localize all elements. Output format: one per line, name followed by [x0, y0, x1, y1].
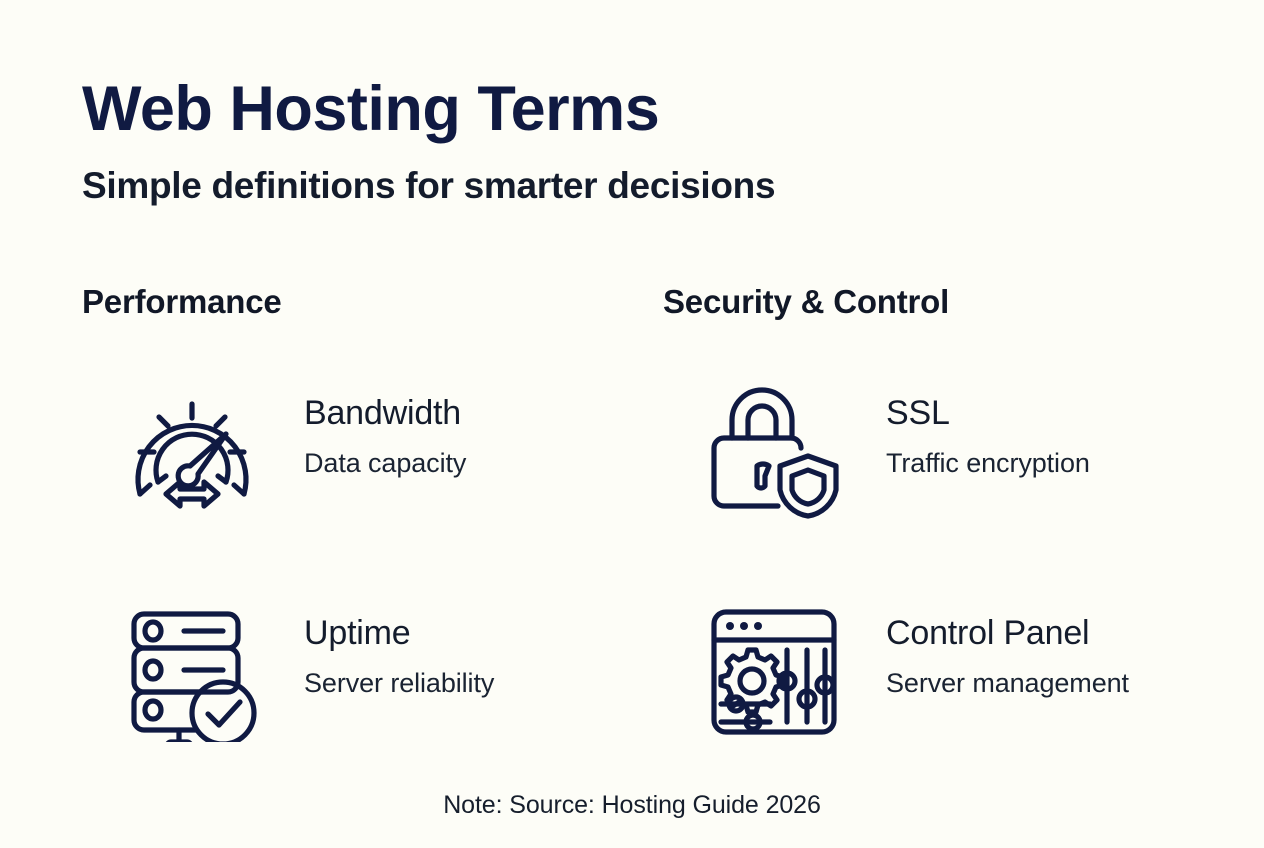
term-item-uptime: Uptime Server reliability [118, 602, 678, 742]
term-description-control-panel: Server management [886, 668, 1129, 699]
page-subtitle: Simple definitions for smarter decisions [82, 165, 776, 206]
term-item-control-panel: Control Panel Server management [700, 602, 1260, 742]
term-description-uptime: Server reliability [304, 668, 495, 699]
section-header-security-control: Security & Control [663, 283, 950, 320]
term-name-uptime: Uptime [304, 614, 411, 652]
term-name-bandwidth: Bandwidth [304, 394, 461, 432]
term-description-ssl: Traffic encryption [886, 448, 1090, 479]
section-header-performance: Performance [82, 283, 282, 320]
padlock-shield-icon [700, 382, 848, 522]
term-item-bandwidth: Bandwidth Data capacity [118, 382, 678, 522]
term-text-control-panel: Control Panel Server management [886, 602, 1129, 699]
term-text-ssl: SSL Traffic encryption [886, 382, 1090, 479]
term-name-control-panel: Control Panel [886, 614, 1090, 652]
browser-gear-sliders-icon [700, 602, 848, 742]
term-text-uptime: Uptime Server reliability [304, 602, 494, 699]
speedometer-gauge-icon [118, 382, 266, 522]
term-text-bandwidth: Bandwidth Data capacity [304, 382, 466, 479]
footer-source-note: Note: Source: Hosting Guide 2026 [443, 791, 821, 819]
term-item-ssl: SSL Traffic encryption [700, 382, 1260, 522]
term-name-ssl: SSL [886, 394, 950, 432]
term-description-bandwidth: Data capacity [304, 448, 467, 479]
server-rack-check-icon [118, 602, 266, 742]
page-title: Web Hosting Terms [82, 74, 660, 144]
